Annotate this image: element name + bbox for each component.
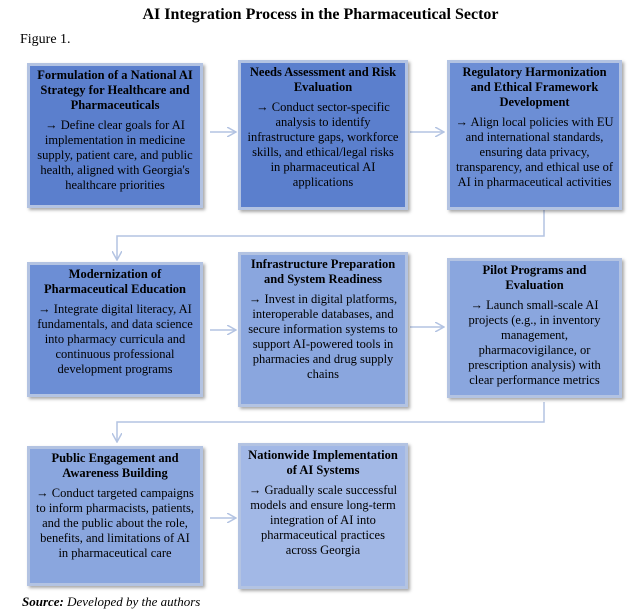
- step-box-public-engagement: Public Engagement and Awareness Building…: [27, 446, 203, 586]
- step-body: → Integrate digital literacy, AI fundame…: [37, 302, 193, 376]
- step-body: → Conduct targeted campaigns to inform p…: [36, 486, 194, 560]
- step-heading: Needs Assessment and Risk Evaluation: [249, 65, 397, 94]
- source-label: Source:: [22, 594, 64, 609]
- arrow-3-4: [117, 210, 545, 260]
- step-body: → Align local policies with EU and inter…: [455, 115, 614, 189]
- figure-title: AI Integration Process in the Pharmaceut…: [142, 6, 499, 23]
- step-heading: Formulation of a National AI Strategy fo…: [37, 68, 193, 112]
- step-body: → Invest in digital platforms, interoper…: [248, 292, 398, 381]
- step-heading: Pilot Programs and Evaluation: [482, 263, 587, 292]
- step-body: → Gradually scale successful models and …: [248, 483, 398, 557]
- source-text: Developed by the authors: [67, 594, 201, 609]
- step-box-ai-strategy: Formulation of a National AI Strategy fo…: [27, 63, 203, 208]
- step-body: → Define clear goals for AI implementati…: [37, 118, 193, 192]
- arrow-6-7: [117, 402, 545, 442]
- step-heading: Nationwide Implementation of AI Systems: [248, 448, 398, 477]
- figure-label: Figure 1.: [20, 32, 71, 47]
- step-heading: Regulatory Harmonization and Ethical Fra…: [462, 65, 607, 109]
- step-heading: Modernization of Pharmaceutical Educatio…: [43, 267, 186, 296]
- step-box-nationwide: Nationwide Implementation of AI Systems …: [238, 443, 408, 589]
- step-body: → Launch small-scale AI projects (e.g., …: [468, 298, 601, 387]
- step-box-needs-assessment: Needs Assessment and Risk Evaluation → C…: [238, 60, 408, 210]
- step-heading: Infrastructure Preparation and System Re…: [250, 257, 396, 286]
- step-box-infrastructure: Infrastructure Preparation and System Re…: [238, 252, 408, 407]
- step-box-pilot-programs: Pilot Programs and Evaluation → Launch s…: [447, 258, 622, 398]
- step-box-education: Modernization of Pharmaceutical Educatio…: [27, 262, 203, 397]
- step-body: → Conduct sector-specific analysis to id…: [247, 100, 399, 189]
- step-heading: Public Engagement and Awareness Building: [51, 451, 179, 480]
- step-box-regulatory: Regulatory Harmonization and Ethical Fra…: [447, 60, 622, 210]
- source-note: Source: Developed by the authors: [22, 594, 200, 610]
